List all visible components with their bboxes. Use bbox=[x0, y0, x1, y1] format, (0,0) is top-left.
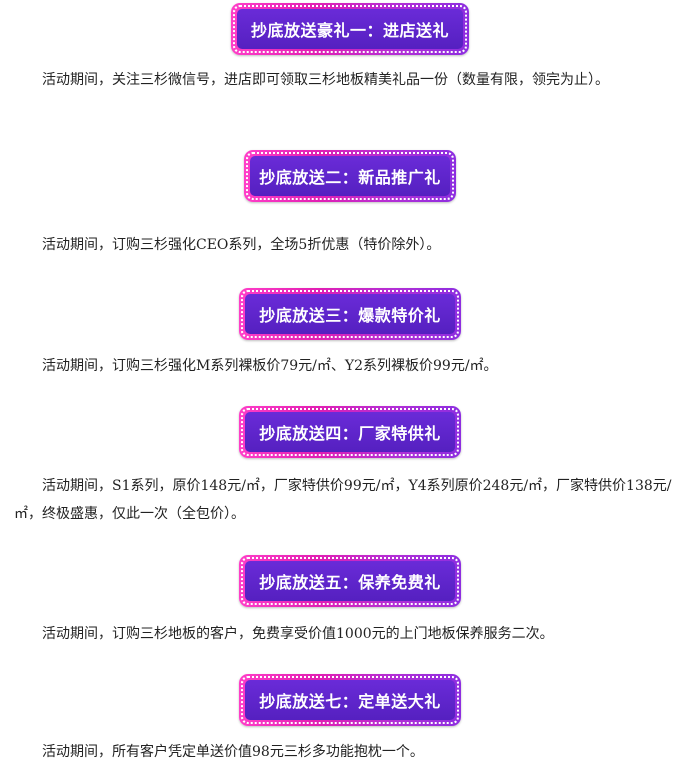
section-1-banner: 抄底放送豪礼一：进店送礼 bbox=[231, 3, 469, 55]
banner-inner-panel: 抄底放送五：保养免费礼 bbox=[245, 561, 455, 601]
section-6-text: 活动期间，所有客户凭定单送价值98元三杉多功能抱枕一个。 bbox=[42, 744, 424, 760]
section-1-text: 活动期间，关注三杉微信号，进店即可领取三杉地板精美礼品一份（数量有限，领完为止）… bbox=[42, 72, 609, 88]
section-3-banner-wrap: 抄底放送三：爆款特价礼 bbox=[0, 288, 700, 340]
banner-inner-panel: 抄底放送豪礼一：进店送礼 bbox=[237, 9, 463, 49]
section-5-banner-wrap: 抄底放送五：保养免费礼 bbox=[0, 555, 700, 607]
section-4-title: 抄底放送四：厂家特供礼 bbox=[259, 424, 441, 443]
section-4-banner-wrap: 抄底放送四：厂家特供礼 bbox=[0, 406, 700, 458]
section-4-text: 活动期间，S1系列，原价148元/㎡，厂家特供价99元/㎡，Y4系列原价248元… bbox=[14, 478, 672, 522]
section-4-banner: 抄底放送四：厂家特供礼 bbox=[239, 406, 461, 458]
section-5-banner: 抄底放送五：保养免费礼 bbox=[239, 555, 461, 607]
banner-inner-panel: 抄底放送三：爆款特价礼 bbox=[245, 294, 455, 334]
section-6-banner: 抄底放送七：定单送大礼 bbox=[239, 674, 461, 726]
section-1-banner-wrap: 抄底放送豪礼一：进店送礼 bbox=[0, 3, 700, 55]
section-2-title: 抄底放送二：新品推广礼 bbox=[259, 168, 441, 187]
section-5-title: 抄底放送五：保养免费礼 bbox=[259, 573, 441, 592]
section-5-text: 活动期间，订购三杉地板的客户，免费享受价值1000元的上门地板保养服务二次。 bbox=[42, 626, 554, 642]
banner-inner-panel: 抄底放送二：新品推广礼 bbox=[250, 156, 450, 196]
section-3-title: 抄底放送三：爆款特价礼 bbox=[259, 306, 441, 325]
section-6-banner-wrap: 抄底放送七：定单送大礼 bbox=[0, 674, 700, 726]
section-6-title: 抄底放送七：定单送大礼 bbox=[259, 692, 441, 711]
section-2-banner-wrap: 抄底放送二：新品推广礼 bbox=[0, 150, 700, 202]
section-1-title: 抄底放送豪礼一：进店送礼 bbox=[251, 21, 450, 40]
section-2-text: 活动期间，订购三杉强化CEO系列，全场5折优惠（特价除外）。 bbox=[42, 237, 441, 253]
section-3-text: 活动期间，订购三杉强化M系列裸板价79元/㎡、Y2系列裸板价99元/㎡。 bbox=[42, 358, 498, 374]
section-3-banner: 抄底放送三：爆款特价礼 bbox=[239, 288, 461, 340]
section-2-banner: 抄底放送二：新品推广礼 bbox=[244, 150, 456, 202]
banner-inner-panel: 抄底放送四：厂家特供礼 bbox=[245, 412, 455, 452]
banner-inner-panel: 抄底放送七：定单送大礼 bbox=[245, 680, 455, 720]
